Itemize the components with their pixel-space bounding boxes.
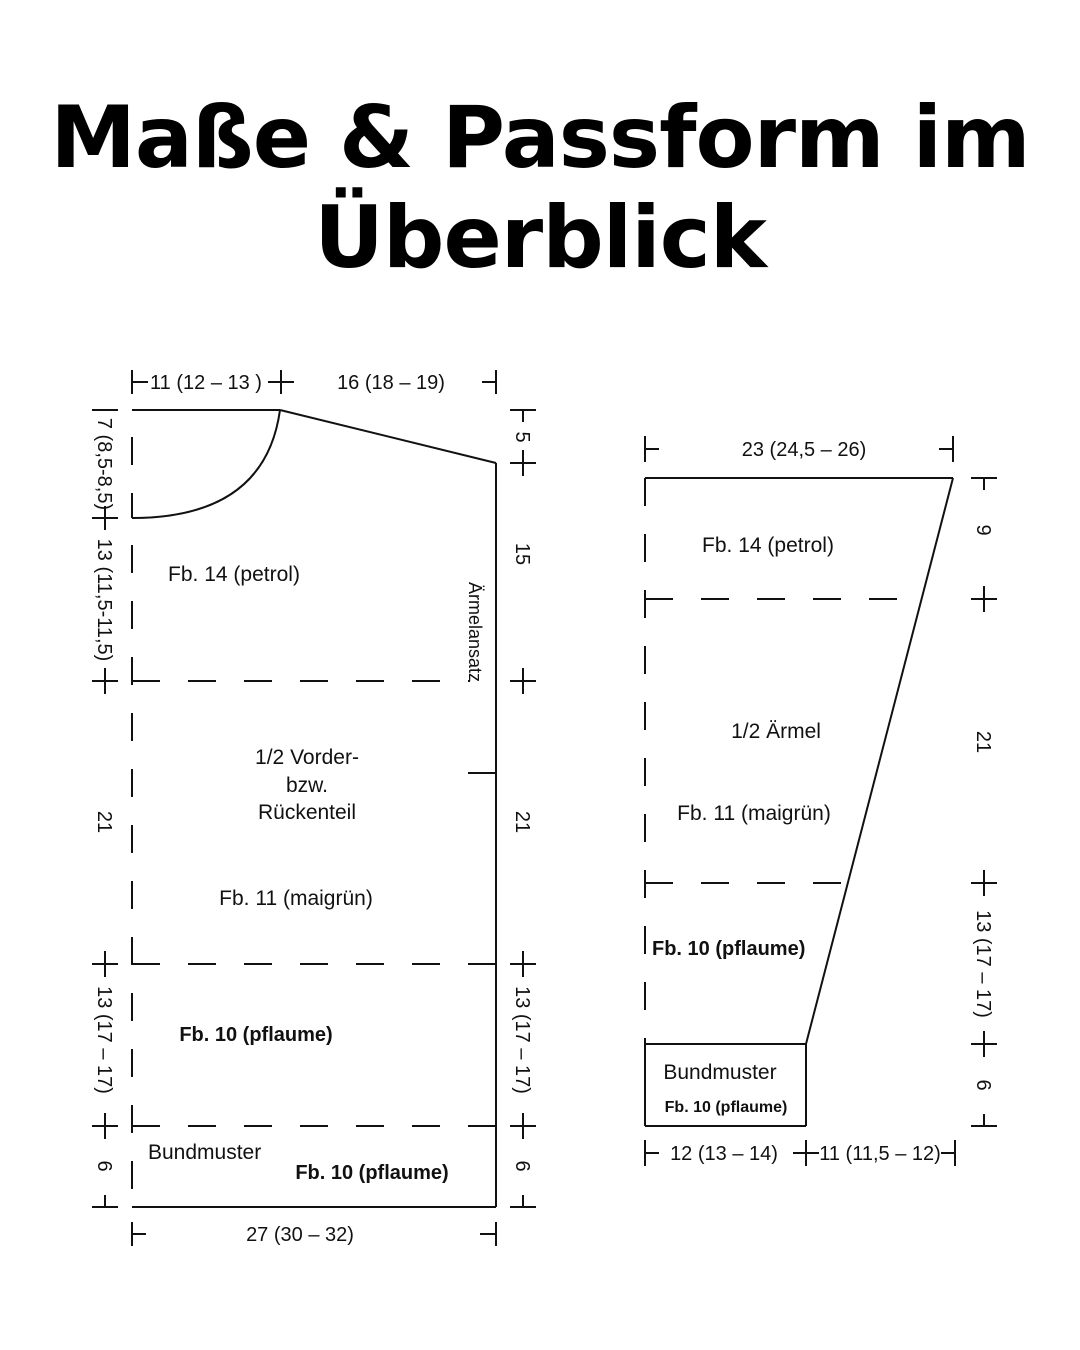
sleeve-color-mid: Fb. 11 (maigrün) (677, 802, 831, 825)
body-right-band: 6 (511, 1160, 533, 1171)
sleeve-band-color: Fb. 10 (pflaume) (665, 1099, 788, 1116)
sleeve-right-band: 6 (972, 1079, 994, 1090)
body-right-mid: 21 (511, 811, 533, 833)
body-width-bottom: 27 (30 – 32) (246, 1224, 354, 1246)
sleeve-width-bottom-left: 12 (13 – 14) (670, 1143, 778, 1165)
body-width-neck: 11 (12 – 13 ) (150, 372, 262, 394)
body-color-mid: Fb. 11 (maigrün) (219, 887, 373, 910)
body-right-armhole: 15 (511, 543, 533, 565)
sleeve-piece-label: 1/2 Ärmel (731, 720, 821, 743)
title-line-1: Maße & Passform im (50, 88, 1030, 188)
body-top-dimension (131, 370, 497, 394)
body-left-upper: 13 (11,5-11,5) (93, 539, 115, 662)
body-right-shoulder: 5 (511, 431, 533, 442)
sleeve-dashed-lines (644, 478, 922, 1044)
body-outline (131, 409, 497, 1208)
body-piece-label-1: 1/2 Vorder- (255, 746, 359, 769)
body-left-dimension (92, 409, 118, 1208)
sleeve-width-top: 23 (24,5 – 26) (742, 439, 867, 461)
body-left-mid: 21 (93, 811, 115, 833)
sleeve-color-stripe: Fb. 10 (pflaume) (652, 938, 805, 960)
body-bottom-dimension (131, 1222, 497, 1246)
body-piece-label-3: Rückenteil (258, 801, 356, 824)
armhole-label: Ärmelansatz (465, 582, 485, 682)
body-band-color: Fb. 10 (pflaume) (295, 1162, 448, 1184)
title-line-2: Überblick (314, 188, 767, 288)
body-left-stripe: 13 (17 – 17) (93, 986, 115, 1094)
body-left-band: 6 (93, 1160, 115, 1171)
sleeve-bottom-dimension (644, 1140, 956, 1166)
body-piece-label-2: bzw. (286, 774, 328, 797)
sleeve-band-label: Bundmuster (663, 1061, 776, 1084)
sleeve-color-top: Fb. 14 (petrol) (702, 534, 834, 557)
body-left-neck-depth: 7 (8,5-8,5) (93, 418, 115, 510)
sleeve-right-stripe: 13 (17 – 17) (972, 910, 994, 1018)
page-title: Maße & Passform im Überblick (0, 88, 1080, 288)
sleeve-right-dimension (971, 477, 997, 1127)
sleeve-right-mid: 21 (972, 731, 994, 753)
body-right-dimension (510, 409, 536, 1208)
body-color-top: Fb. 14 (petrol) (168, 563, 300, 586)
body-dashed-lines (131, 437, 496, 1207)
sleeve-right-top: 9 (972, 524, 994, 535)
sleeve-outline (644, 477, 954, 1127)
sleeve-top-dimension (644, 436, 954, 462)
sleeve-width-bottom-right: 11 (11,5 – 12) (819, 1143, 941, 1165)
body-width-shoulder: 16 (18 – 19) (337, 372, 445, 394)
body-right-stripe: 13 (17 – 17) (511, 986, 533, 1094)
body-color-stripe: Fb. 10 (pflaume) (179, 1024, 332, 1046)
body-band-label: Bundmuster (148, 1141, 261, 1164)
